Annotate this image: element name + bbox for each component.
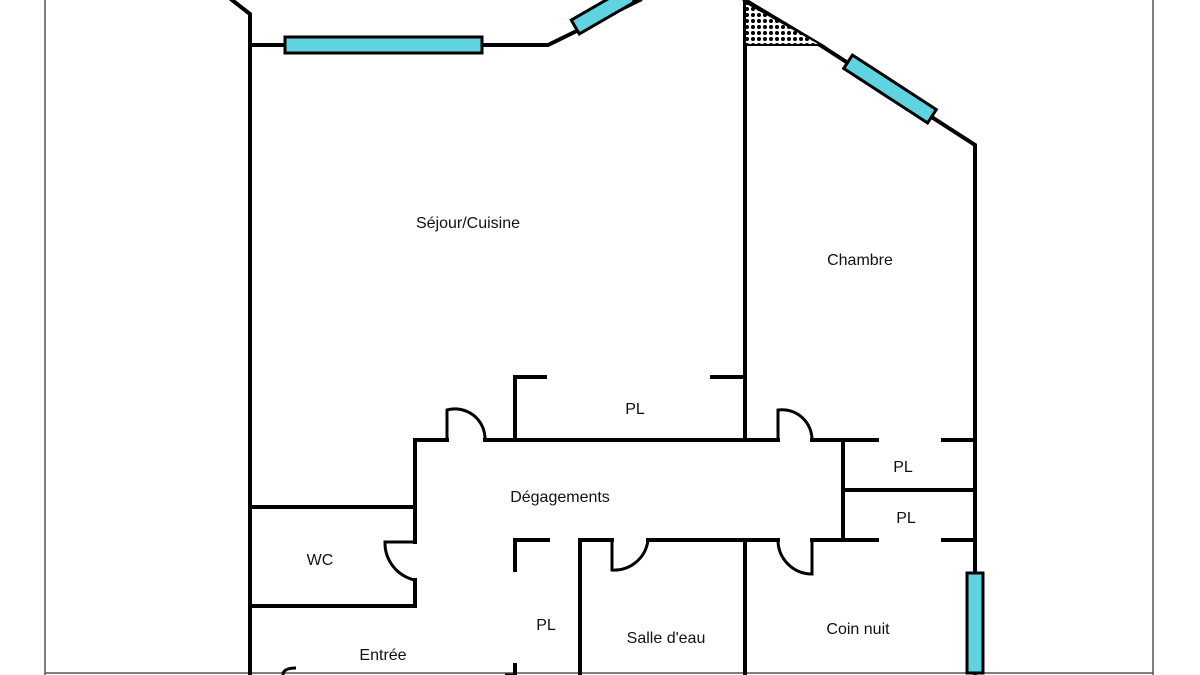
door-swing-icon (776, 408, 814, 441)
room-label-degagements: Dégagements (510, 489, 610, 506)
window-icon (841, 52, 939, 126)
room-label-pl-right-upper: PL (893, 459, 913, 476)
window-icon (569, 0, 637, 36)
room-label-pl-top: PL (625, 401, 645, 418)
hatched-duct-icon (744, 0, 826, 46)
door-swing-icon (610, 539, 650, 572)
window-icon (283, 35, 484, 55)
wall-pl-top (513, 375, 547, 442)
room-label-pl-entree: PL (536, 617, 556, 634)
room-label-wc: WC (306, 552, 334, 569)
room-label-salle-eau: Salle d'eau (626, 630, 706, 647)
window-icon (965, 571, 985, 675)
room-label-entree: Entrée (359, 647, 407, 664)
door-swing-icon (776, 539, 814, 576)
room-label-chambre: Chambre (827, 252, 893, 269)
wall-left-exterior (229, 0, 252, 675)
door-swing-icon (383, 540, 416, 582)
wall-chambre-top (742, 0, 977, 675)
room-label-coin-nuit: Coin nuit (826, 621, 890, 638)
wall-pl-entree (513, 538, 550, 572)
door-swing-icon (445, 407, 487, 441)
room-label-sejour-cuisine: Séjour/Cuisine (415, 215, 521, 232)
room-label-pl-right-lower: PL (896, 510, 916, 527)
door-swing-icon (281, 666, 515, 675)
